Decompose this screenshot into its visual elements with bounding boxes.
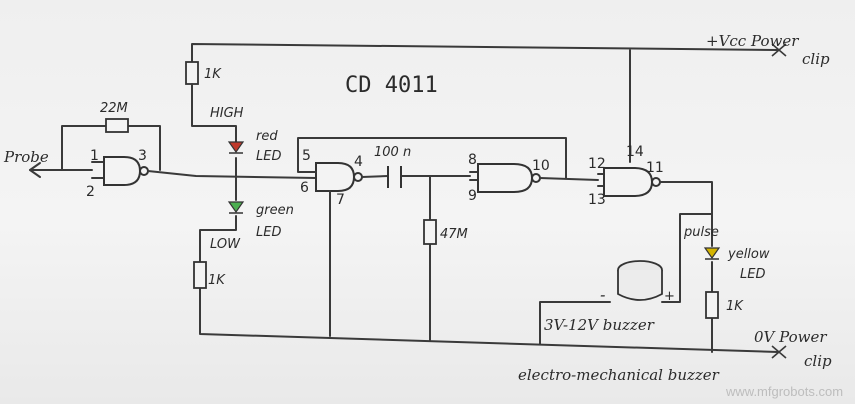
pin-14: 14	[626, 144, 644, 160]
caption-label: electro-mechanical buzzer	[518, 366, 720, 384]
indicator-wire	[191, 83, 237, 263]
pin-8: 8	[468, 152, 477, 168]
gate3-output	[539, 177, 599, 181]
gate1-input-wires	[61, 125, 161, 179]
high-label: HIGH	[210, 106, 244, 121]
buzzer-minus-label: -	[600, 286, 605, 304]
nand-gate-4	[603, 167, 654, 197]
cap-label: 100 n	[374, 145, 411, 160]
probe-label: Probe	[3, 148, 49, 166]
gate3-input	[469, 171, 479, 181]
vcc-clip-icon	[771, 43, 787, 57]
gate3-bubble	[531, 173, 541, 183]
low-label: LOW	[210, 237, 241, 252]
nand-gate-2	[315, 162, 356, 192]
buzzer-wires	[539, 213, 713, 345]
pulse-label: pulse	[683, 225, 719, 240]
r1k-top-label: 1K	[204, 67, 222, 82]
green-led-label: LED	[256, 225, 281, 240]
probe-signal-wire	[147, 170, 317, 179]
pin-11: 11	[646, 160, 664, 176]
buzzer-plus-label: +	[664, 289, 675, 304]
nand-gate-3	[477, 163, 534, 193]
vcc-clip-label: clip	[802, 50, 830, 68]
r1k-right-label: 1K	[726, 299, 744, 314]
resistor-1k-right	[705, 291, 719, 319]
ground-rail	[199, 287, 779, 353]
r47m-label: 47M	[440, 227, 468, 242]
vcc-rail	[191, 43, 779, 163]
resistor-47m	[423, 219, 437, 245]
gate4-bubble	[651, 177, 661, 187]
nand-gate-1	[103, 156, 142, 186]
pin-7: 7	[336, 192, 345, 208]
watermark: www.mfgrobots.com	[725, 384, 843, 399]
ground-clip-icon	[771, 345, 787, 359]
buzzer-icon	[617, 260, 663, 301]
ground-label: 0V Power	[754, 328, 827, 346]
red-led-icon	[227, 141, 245, 154]
ground-clip-label: clip	[804, 352, 832, 370]
resistor-22m	[105, 118, 129, 133]
gate1-bubble	[139, 166, 149, 176]
yellow-led-icon	[703, 247, 721, 260]
pin-10: 10	[532, 158, 550, 174]
capacitor-100n	[387, 166, 402, 188]
vcc-label: +Vcc Power	[706, 32, 799, 50]
buzzer-label: 3V-12V buzzer	[544, 316, 655, 334]
pin-13: 13	[588, 192, 606, 208]
pin-4: 4	[354, 154, 363, 170]
yellow-label: yellow	[727, 247, 770, 262]
gate2-bubble	[353, 172, 363, 182]
resistor-1k-top	[185, 61, 199, 85]
pin-3: 3	[138, 148, 147, 164]
pin-9: 9	[468, 188, 477, 204]
pin-2: 2	[86, 184, 95, 200]
r1k-bottom-label: 1K	[208, 273, 226, 288]
pin-5: 5	[302, 148, 311, 164]
pin-6: 6	[300, 180, 309, 196]
pin-1: 1	[90, 148, 99, 164]
green-led-icon	[227, 201, 245, 214]
pin-12: 12	[588, 156, 606, 172]
yellow-led-label: LED	[740, 267, 765, 282]
green-label: green	[256, 203, 294, 218]
chip-title: CD 4011	[345, 73, 438, 98]
output-wire	[659, 181, 713, 353]
probe-arrow-icon	[29, 162, 63, 178]
red-label: red	[256, 129, 278, 144]
r22m-label: 22M	[100, 101, 128, 116]
cap-wires	[361, 175, 471, 178]
gate2-wires	[297, 137, 567, 337]
resistor-1k-bottom	[193, 261, 207, 289]
red-led-label: LED	[256, 149, 281, 164]
